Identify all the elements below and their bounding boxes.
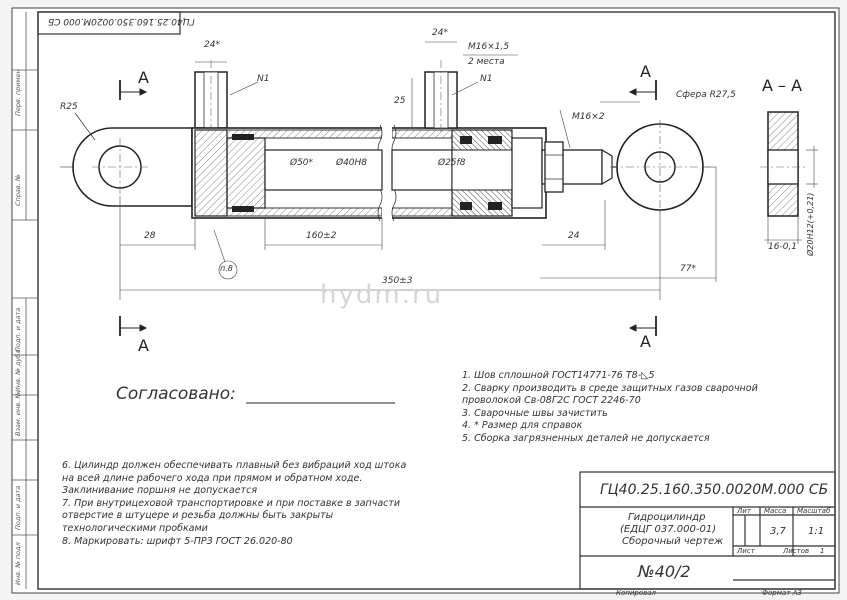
- approval-label: Согласовано:: [116, 384, 236, 404]
- left-margin-table: [12, 12, 38, 589]
- dim-24-right: 24*: [432, 28, 448, 38]
- section-cut-lines: [119, 80, 657, 336]
- dim-m16x2: M16×2: [572, 112, 605, 122]
- title-block-sheet: Лист: [737, 547, 755, 555]
- left-eye: [72, 112, 193, 207]
- margin-label-podp2: Подп. и дата: [14, 485, 22, 530]
- right-port-fitting: [424, 60, 458, 132]
- note-6-cont1: на всей длине рабочего хода при прямом и…: [62, 472, 363, 484]
- dim-n1-right: N1: [480, 74, 493, 84]
- title-block-name-1: Гидроцилиндр: [628, 512, 706, 523]
- title-block-sheets: Листов: [783, 547, 810, 555]
- inner-frame: [37, 11, 836, 590]
- title-block-name-3: Сборочный чертеж: [622, 536, 724, 547]
- dim-n1-left: N1: [257, 74, 270, 84]
- note-7-cont2: технологическими пробками: [62, 522, 208, 534]
- margin-label-podp1: Подп. и дата: [14, 307, 22, 352]
- margin-label-perv: Перв. примен: [14, 69, 22, 116]
- section-a-a: [760, 111, 818, 244]
- cylinder-barrel: [191, 118, 547, 228]
- rod-end: [541, 141, 632, 193]
- dim-d50: Ø50*: [290, 158, 314, 168]
- title-block-scale: 1:1: [808, 526, 825, 537]
- dim-25: 25: [394, 96, 406, 106]
- dim-24-bottom: 24: [568, 231, 580, 241]
- note-7: 7. При внутрицеховой транспортировке и п…: [62, 497, 401, 509]
- section-view-title: A – A: [762, 76, 803, 95]
- margin-label-vzam: Взам. инв. №: [14, 391, 22, 436]
- title-block-mass: 3,7: [770, 526, 786, 537]
- note-2: 2. Сварку производить в среде защитных г…: [462, 382, 758, 394]
- title-block-col-lit: Лит: [737, 507, 751, 515]
- dimension-lines: [119, 41, 717, 300]
- margin-label-inv-podl: Инв. № подл: [14, 542, 22, 585]
- dim-160: 160±2: [306, 231, 337, 241]
- title-block-sheets-value: 1: [820, 547, 825, 555]
- dim-r25: R25: [60, 102, 78, 112]
- technical-notes-right: 1. Шов сплошной ГОСТ14771-76 Т8-◺5 2. Св…: [462, 370, 758, 446]
- watermark: hydm.ru: [320, 280, 443, 310]
- dim-d20: Ø20H12(+0,21): [806, 192, 815, 256]
- dim-350: 350±3: [382, 276, 413, 286]
- note-8: 8. Маркировать: шрифт 5-ПРЗ ГОСТ 26.020-…: [62, 535, 293, 547]
- dim-24-left: 24*: [204, 40, 220, 50]
- title-block-grid: [579, 471, 836, 590]
- section-label-a-top-left: A: [138, 68, 149, 87]
- note-6-cont2: Заклинивание поршня не допускается: [62, 485, 258, 497]
- note-3: 3. Сварочные швы зачистить: [462, 407, 608, 419]
- dim-thread: M16×1,5: [468, 42, 510, 52]
- dim-2-places: 2 места: [468, 57, 505, 67]
- section-label-a-bottom-left: A: [138, 336, 149, 355]
- section-label-a-top-right: A: [640, 62, 651, 81]
- right-eye: [610, 120, 710, 214]
- title-block-designation: ГЦ40.25.160.350.0020М.000 СБ: [600, 482, 829, 498]
- note-7-cont1: отверстие в штуцере и резьба должны быть…: [62, 510, 334, 522]
- technical-notes-left: 6. Цилиндр должен обеспечивать плавный б…: [62, 460, 406, 548]
- margin-label-inv-dubl: Инв. № дубл: [14, 349, 22, 392]
- rotated-doc-number: ГЦ40.25.160.350.0020М.000 СБ: [48, 16, 195, 26]
- note-6: 6. Цилиндр должен обеспечивать плавный б…: [62, 460, 407, 471]
- dim-28: 28: [144, 231, 156, 241]
- title-block-col-mass: Масса: [764, 507, 787, 515]
- dim-16: 16-0,1: [768, 242, 798, 252]
- note-4: 4. * Размер для справок: [462, 420, 583, 432]
- dim-sphere: Сфера R27,5: [676, 90, 736, 100]
- dim-p8: п.8: [220, 264, 233, 273]
- dim-d25: Ø25f8: [438, 158, 466, 168]
- title-block-format: Формат А3: [762, 589, 802, 597]
- dim-d40: Ø40H8: [336, 158, 368, 168]
- title-block-copied: Копировал: [616, 589, 656, 597]
- margin-label-sprav: Справ. №: [14, 174, 22, 206]
- note-1: 1. Шов сплошной ГОСТ14771-76 Т8-◺5: [462, 370, 655, 381]
- dim-77: 77*: [680, 264, 696, 274]
- note-5: 5. Сборка загрязненных деталей не допуск…: [462, 432, 710, 444]
- title-block-number: №40/2: [638, 562, 691, 581]
- section-label-a-bottom-right: A: [640, 332, 651, 351]
- title-block-name-2: (ЕДЦГ 037.000-01): [620, 524, 717, 535]
- title-block-col-scale: Масштаб: [797, 507, 831, 515]
- note-2-cont: проволокой Св-08Г2С ГОСТ 2246-70: [462, 395, 641, 407]
